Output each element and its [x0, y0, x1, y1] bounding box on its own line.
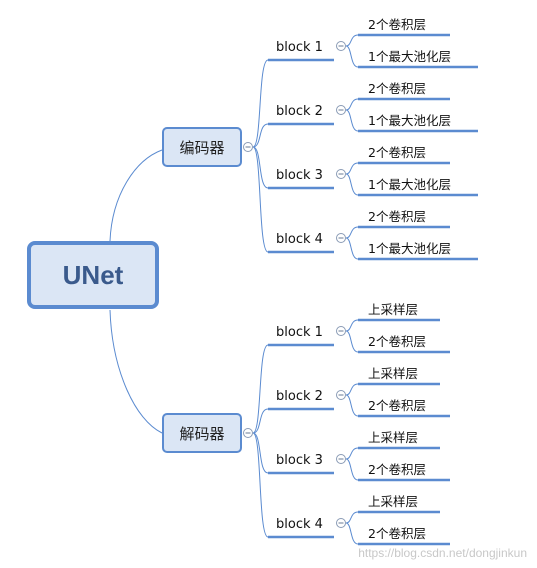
link-block00-item1 — [345, 45, 359, 68]
block-1-0-collapse-icon[interactable] — [336, 326, 346, 336]
block-1-2-collapse-icon[interactable] — [336, 454, 346, 464]
link-branch1-block0 — [252, 344, 269, 434]
link-block01-item1 — [345, 109, 359, 132]
item-0-1-0[interactable]: 2个卷积层 — [368, 81, 426, 96]
link-block11-item1 — [345, 394, 359, 417]
link-block02-item0 — [345, 162, 359, 175]
link-branch0-block0 — [252, 59, 269, 148]
item-1-0-0[interactable]: 上采样层 — [368, 302, 419, 317]
block-1-1-label[interactable]: block 2 — [276, 389, 323, 404]
item-0-0-1[interactable]: 1个最大池化层 — [368, 49, 451, 64]
link-block01-item0 — [345, 98, 359, 111]
item-0-1-1[interactable]: 1个最大池化层 — [368, 113, 451, 128]
block-0-1-label[interactable]: block 2 — [276, 104, 323, 119]
link-branch1-block1 — [252, 408, 269, 434]
block-0-0-collapse-icon[interactable] — [336, 41, 346, 51]
link-block02-item1 — [345, 173, 359, 196]
item-1-2-0[interactable]: 上采样层 — [368, 430, 419, 445]
item-1-3-0[interactable]: 上采样层 — [368, 494, 419, 509]
encoder-node[interactable]: 编码器 — [162, 127, 242, 167]
link-branch0-block2 — [252, 146, 269, 189]
block-0-2-collapse-icon[interactable] — [336, 169, 346, 179]
block-0-3-label[interactable]: block 4 — [276, 232, 323, 247]
item-0-3-1[interactable]: 1个最大池化层 — [368, 241, 451, 256]
link-block12-item0 — [345, 447, 359, 460]
link-block13-item0 — [345, 511, 359, 524]
decoder-collapse-icon[interactable] — [243, 428, 253, 438]
item-1-1-1[interactable]: 2个卷积层 — [368, 398, 426, 413]
root-link-encoder — [109, 149, 163, 242]
item-1-2-1[interactable]: 2个卷积层 — [368, 462, 426, 477]
block-1-3-label[interactable]: block 4 — [276, 517, 323, 532]
block-1-1-collapse-icon[interactable] — [336, 390, 346, 400]
item-1-3-1[interactable]: 2个卷积层 — [368, 526, 426, 541]
item-0-3-0[interactable]: 2个卷积层 — [368, 209, 426, 224]
item-1-0-1[interactable]: 2个卷积层 — [368, 334, 426, 349]
item-0-2-0[interactable]: 2个卷积层 — [368, 145, 426, 160]
link-branch0-block1 — [252, 123, 269, 148]
link-block00-item0 — [345, 34, 359, 47]
link-block03-item1 — [345, 237, 359, 260]
block-1-2-label[interactable]: block 3 — [276, 453, 323, 468]
root-node[interactable]: UNet — [27, 241, 159, 309]
item-1-1-0[interactable]: 上采样层 — [368, 366, 419, 381]
block-0-2-label[interactable]: block 3 — [276, 168, 323, 183]
link-block03-item0 — [345, 226, 359, 239]
item-0-2-1[interactable]: 1个最大池化层 — [368, 177, 451, 192]
link-block10-item1 — [345, 330, 359, 353]
link-block11-item0 — [345, 383, 359, 396]
block-1-0-label[interactable]: block 1 — [276, 325, 323, 340]
block-0-3-collapse-icon[interactable] — [336, 233, 346, 243]
root-link-decoder — [109, 309, 163, 434]
link-branch1-block2 — [252, 432, 269, 474]
watermark: https://blog.csdn.net/dongjinkun — [358, 546, 527, 560]
decoder-node[interactable]: 解码器 — [162, 413, 242, 453]
item-0-0-0[interactable]: 2个卷积层 — [368, 17, 426, 32]
link-block12-item1 — [345, 458, 359, 481]
encoder-collapse-icon[interactable] — [243, 142, 253, 152]
link-branch1-block3 — [252, 432, 269, 538]
block-0-1-collapse-icon[interactable] — [336, 105, 346, 115]
block-0-0-label[interactable]: block 1 — [276, 40, 323, 55]
link-branch0-block3 — [252, 146, 269, 253]
link-block13-item1 — [345, 522, 359, 545]
block-1-3-collapse-icon[interactable] — [336, 518, 346, 528]
link-block10-item0 — [345, 319, 359, 332]
